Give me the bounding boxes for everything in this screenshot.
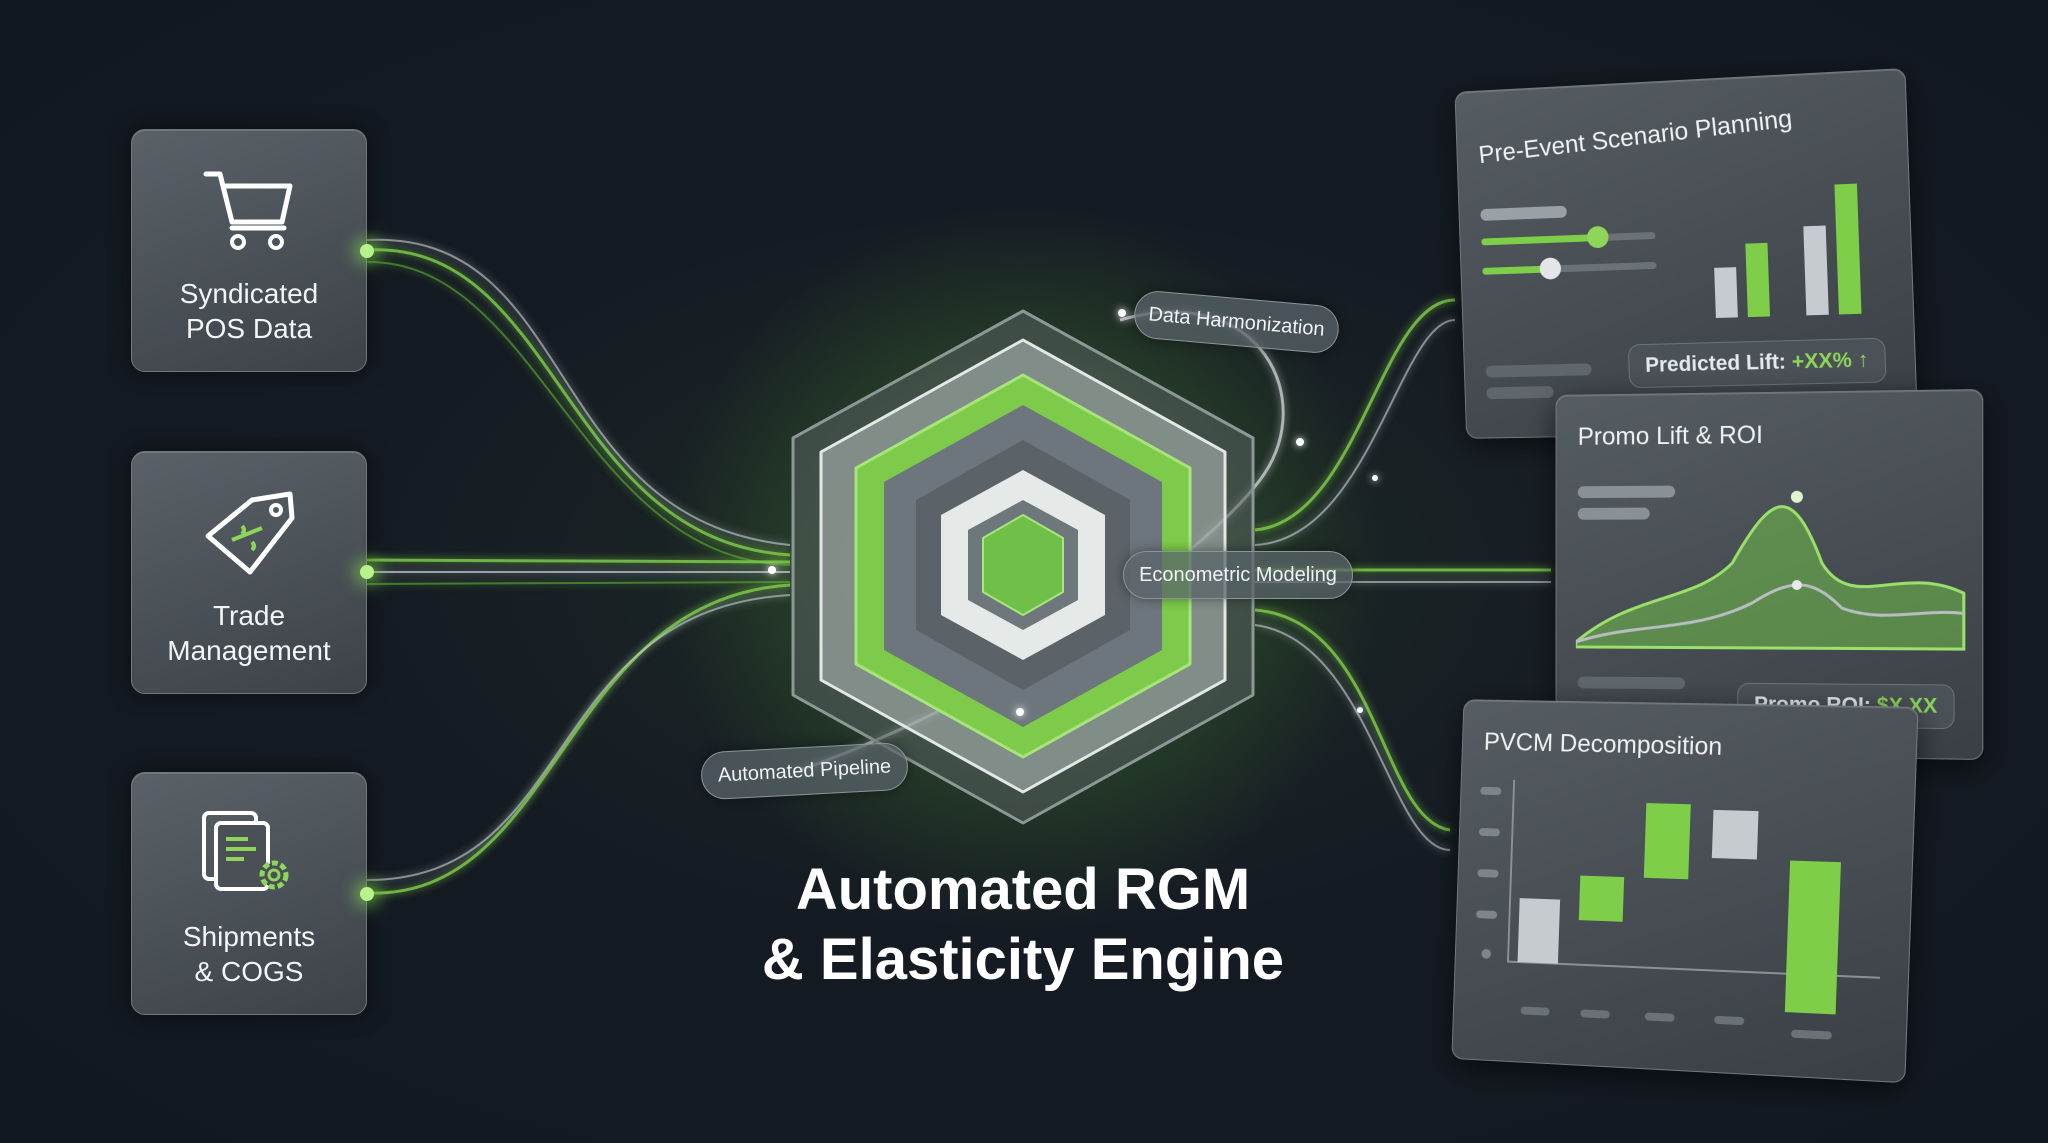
panel-scenario-planning: Pre-Event Scenario Planning Predicted Li… [1454, 67, 1919, 439]
sparkle-points [768, 309, 1378, 716]
slider-handle [1539, 257, 1562, 280]
predicted-lift-badge: Predicted Lift: +XX% ↑ [1627, 337, 1887, 389]
panel-promo-lift-roi: Promo Lift & ROI Promo ROI: $X.XX [1555, 389, 1984, 760]
engine-title: Automated RGM& Elasticity Engine [761, 857, 1285, 992]
placeholder-bar [1486, 385, 1554, 400]
placeholder-bar [1577, 676, 1685, 690]
bar-mark [1745, 242, 1771, 318]
panel-pvcm-decomposition: PVCM Decomposition [1451, 699, 1919, 1084]
documents-gear-icon [202, 811, 289, 891]
placeholder-bar [1480, 205, 1567, 221]
connector-glow [360, 565, 374, 579]
promo-lift-area-chart [1575, 490, 1974, 665]
engine-hexagon [791, 309, 1255, 825]
panel-title: Promo Lift & ROI [1577, 421, 1763, 451]
stage-label-econometric-modeling: Econometric Modeling [1123, 551, 1353, 599]
slider-handle [1586, 225, 1609, 249]
pvcm-waterfall-chart [1476, 779, 1897, 1040]
shopping-cart-icon [203, 171, 293, 250]
price-tag-icon [205, 491, 295, 575]
bar-mark [1834, 183, 1862, 315]
placeholder-bar [1485, 363, 1592, 378]
connector-glow [360, 244, 374, 258]
bar-mark [1714, 267, 1738, 319]
slider-fill [1481, 234, 1597, 246]
panel-title: Pre-Event Scenario Planning [1477, 104, 1794, 170]
source-card-shipments-cogs: Shipments& COGS [131, 772, 367, 1015]
bar-mark [1803, 225, 1829, 316]
connector-glow [360, 887, 374, 901]
panel-title: PVCM Decomposition [1483, 728, 1723, 761]
source-label: Shipments& COGS [182, 921, 316, 987]
